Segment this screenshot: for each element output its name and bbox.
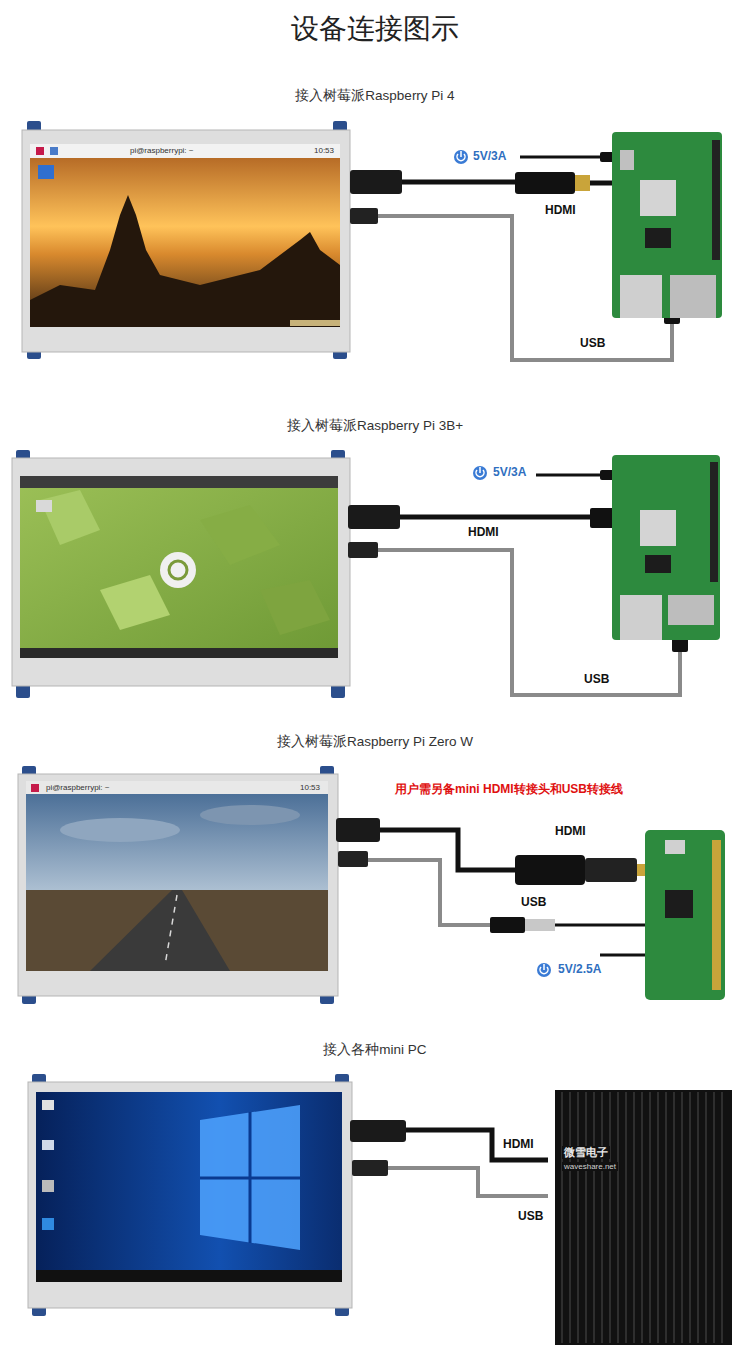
diagram-title: 设备连接图示 <box>0 12 750 46</box>
power-spec: 5V/2.5A <box>556 963 603 977</box>
screen-clock: 10:53 <box>312 146 336 155</box>
watermark: 微雪电子 <box>562 1146 610 1159</box>
power-spec: 5V/3A <box>491 466 528 480</box>
pi3-scene <box>12 450 720 698</box>
cable-label: HDMI <box>466 526 501 540</box>
section-band: 接入树莓派Raspberry Pi 3B+ <box>0 416 750 730</box>
cable-label: HDMI <box>501 1138 536 1152</box>
section-heading: 接入各种mini PC <box>0 1040 750 1060</box>
cable-label: USB <box>516 1210 545 1224</box>
screen-text: pi@raspberrypi: ~ <box>128 146 195 155</box>
pi4-scene <box>22 121 722 360</box>
screen-text: pi@raspberrypi: ~ <box>44 783 111 792</box>
cable-label: HDMI <box>553 825 588 839</box>
note: 用户需另备mini HDMI转接头和USB转接线 <box>393 783 625 797</box>
section-heading: 接入树莓派Raspberry Pi Zero W <box>0 732 750 752</box>
section-heading: 接入树莓派Raspberry Pi 3B+ <box>0 416 750 436</box>
cable-label: USB <box>519 896 548 910</box>
section-band: 接入树莓派Raspberry Pi 4 <box>0 86 750 414</box>
pi-zero-scene <box>18 766 725 1004</box>
power-spec: 5V/3A <box>471 150 508 164</box>
cable-label: USB <box>578 337 607 351</box>
section-band: 接入树莓派Raspberry Pi Zero W <box>0 732 750 1038</box>
watermark: waveshare.net <box>562 1162 618 1171</box>
cable-label: USB <box>582 673 611 687</box>
section-heading: 接入树莓派Raspberry Pi 4 <box>0 86 750 106</box>
section-band: 接入各种mini PC <box>0 1040 750 1346</box>
cable-label: HDMI <box>543 204 578 218</box>
screen-clock: 10:53 <box>298 783 322 792</box>
mini-pc-scene <box>28 1074 732 1345</box>
